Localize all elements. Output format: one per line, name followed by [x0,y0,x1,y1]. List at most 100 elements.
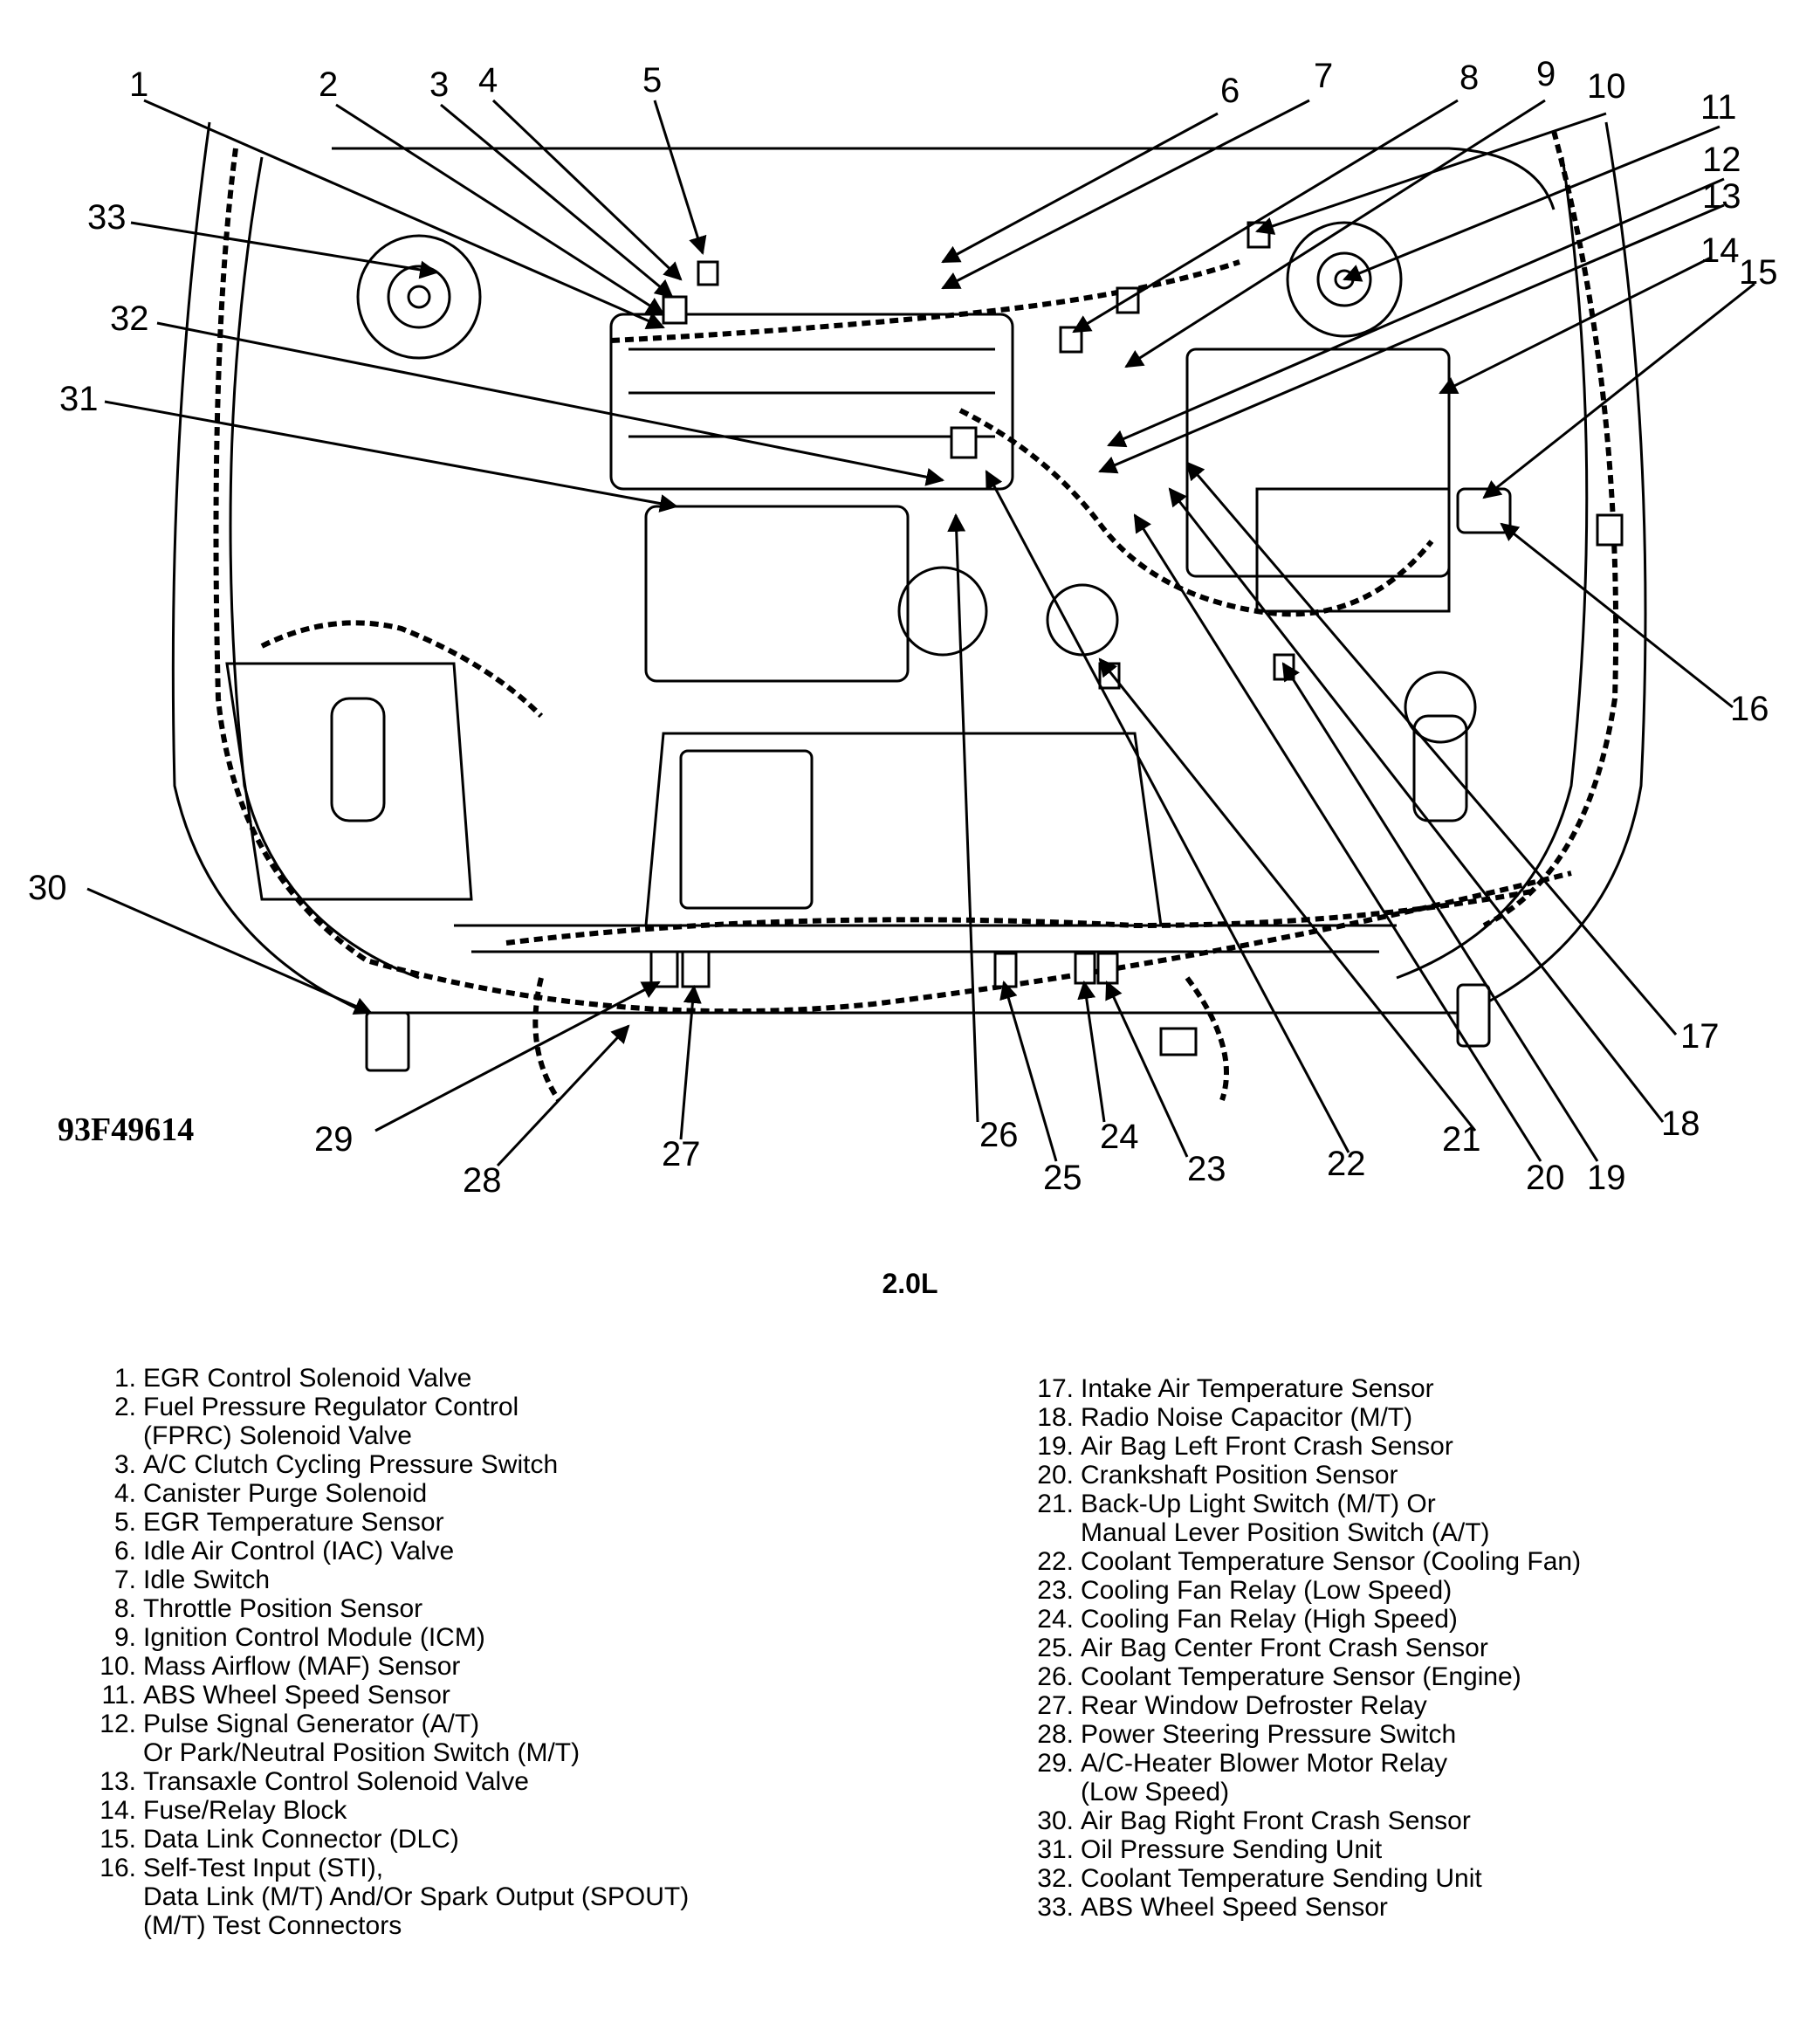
engine-block [609,313,1451,927]
leader-lines [86,99,1755,1167]
callout-27: 27 [662,1135,701,1173]
legend-item-text: Canister Purge Solenoid [143,1479,428,1508]
legend-item-text: Fuel Pressure Regulator Control [143,1393,519,1421]
callout-1: 1 [129,65,148,104]
engine-compartment-diagram: 1 2 3 4 5 6 7 8 9 10 11 12 13 14 15 16 1… [28,55,1778,1200]
legend-item-number: 29. [1037,1749,1074,1778]
legend-item-text: ABS Wheel Speed Sensor [1081,1893,1388,1922]
legend-item: Data Link (M/T) And/Or Spark Output (SPO… [94,1882,862,1911]
engine-caption: 2.0L [882,1268,938,1299]
legend-item-number: 2. [113,1393,136,1421]
legend-item-text: A/C-Heater Blower Motor Relay [1081,1749,1448,1778]
callout-26: 26 [979,1116,1019,1154]
legend-item-number [94,1738,143,1767]
legend-item-text: Idle Air Control (IAC) Valve [143,1537,455,1565]
legend-item: 30.Air Bag Right Front Crash Sensor [1032,1806,1800,1835]
legend-item-text: Manual Lever Position Switch (A/T) [1081,1518,1490,1547]
callout-2: 2 [319,65,338,104]
callout-20: 20 [1526,1159,1565,1197]
legend-item: 31.Oil Pressure Sending Unit [1032,1835,1800,1864]
legend-item: 24.Cooling Fan Relay (High Speed) [1032,1605,1800,1634]
legend-item-number: 31. [1037,1835,1074,1864]
legend-item-text: Coolant Temperature Sending Unit [1081,1864,1482,1893]
legend-item: 10.Mass Airflow (MAF) Sensor [94,1652,862,1681]
legend-item-number: 19. [1037,1432,1074,1461]
callout-10: 10 [1587,67,1626,106]
legend-item-text: Intake Air Temperature Sensor [1081,1374,1434,1403]
callout-25: 25 [1043,1159,1082,1197]
legend-item-text: A/C Clutch Cycling Pressure Switch [143,1450,559,1479]
legend-item: 7.Idle Switch [94,1565,862,1594]
legend-item-text: Radio Noise Capacitor (M/T) [1081,1403,1413,1432]
legend-item-text: Coolant Temperature Sensor (Cooling Fan) [1081,1547,1582,1576]
callout-3: 3 [429,65,449,104]
legend-item: 25.Air Bag Center Front Crash Sensor [1032,1634,1800,1662]
legend-item-text: Cooling Fan Relay (Low Speed) [1081,1576,1453,1605]
legend-item-text: Fuse/Relay Block [143,1796,347,1825]
wiring-harness [213,130,1619,1102]
legend-item: 15.Data Link Connector (DLC) [94,1825,862,1854]
legend-item: 6.Idle Air Control (IAC) Valve [94,1537,862,1565]
callout-30: 30 [28,869,67,907]
callout-19: 19 [1587,1159,1626,1197]
legend-item: 17.Intake Air Temperature Sensor [1032,1374,1800,1403]
legend-item-number: 27. [1037,1691,1074,1720]
callout-4: 4 [478,61,498,100]
legend-item-text: Throttle Position Sensor [143,1594,423,1623]
legend-item-text: Rear Window Defroster Relay [1081,1691,1427,1720]
legend-item-text: Oil Pressure Sending Unit [1081,1835,1383,1864]
legend-item: 28.Power Steering Pressure Switch [1032,1720,1800,1749]
callout-17: 17 [1680,1017,1720,1056]
legend-item-text: Mass Airflow (MAF) Sensor [143,1652,461,1681]
callout-31: 31 [59,380,99,418]
legend-item-text: EGR Control Solenoid Valve [143,1364,472,1393]
legend-item-number [94,1911,143,1940]
legend-item-text: Self-Test Input (STI), [143,1854,384,1882]
legend-item-number: 17. [1037,1374,1074,1403]
legend-item: 21.Back-Up Light Switch (M/T) Or [1032,1490,1800,1518]
legend-item-number: 8. [113,1594,136,1623]
legend-item: 16.Self-Test Input (STI), [94,1854,862,1882]
legend-item-number: 14. [100,1796,136,1825]
callout-16: 16 [1730,690,1769,728]
legend-item-number: 28. [1037,1720,1074,1749]
callout-24: 24 [1100,1118,1139,1156]
strut-tower-left [356,234,482,360]
legend-item: 33.ABS Wheel Speed Sensor [1032,1893,1800,1922]
legend-item-text: Ignition Control Module (ICM) [143,1623,485,1652]
legend-item-text: Data Link (M/T) And/Or Spark Output (SPO… [143,1882,690,1911]
callout-9: 9 [1536,55,1556,93]
legend-item-number [1032,1778,1081,1806]
legend-item: Or Park/Neutral Position Switch (M/T) [94,1738,862,1767]
legend-item-number: 21. [1037,1490,1074,1518]
callout-labels: 1 2 3 4 5 6 7 8 9 10 11 12 13 14 15 16 1… [28,55,1778,1200]
legend-item-text: Crankshaft Position Sensor [1081,1461,1398,1490]
legend-item-text: EGR Temperature Sensor [143,1508,444,1537]
legend-item-number: 24. [1037,1605,1074,1634]
legend-item-number: 18. [1037,1403,1074,1432]
legend-item-text: Air Bag Center Front Crash Sensor [1081,1634,1488,1662]
legend-item-text: Back-Up Light Switch (M/T) Or [1081,1490,1436,1518]
callout-23: 23 [1187,1150,1226,1188]
legend-item-number: 4. [113,1479,136,1508]
legend-item-text: Idle Switch [143,1565,271,1594]
legend-item-number: 20. [1037,1461,1074,1490]
legend-item-number: 12. [100,1710,136,1738]
legend-item: (M/T) Test Connectors [94,1911,862,1940]
legend-item-text: Power Steering Pressure Switch [1081,1720,1457,1749]
callout-6: 6 [1220,72,1240,110]
legend-item-number: 7. [113,1565,136,1594]
callout-32: 32 [110,299,149,338]
legend-item: 11.ABS Wheel Speed Sensor [94,1681,862,1710]
legend-item-text: Air Bag Left Front Crash Sensor [1081,1432,1453,1461]
legend-item-text: Data Link Connector (DLC) [143,1825,459,1854]
legend-item: 23.Cooling Fan Relay (Low Speed) [1032,1576,1800,1605]
legend-item: 20.Crankshaft Position Sensor [1032,1461,1800,1490]
legend-item: (FPRC) Solenoid Valve [94,1421,862,1450]
legend-item-number: 3. [113,1450,136,1479]
legend-item: 8.Throttle Position Sensor [94,1594,862,1623]
callout-11: 11 [1700,88,1737,127]
legend-item-number: 10. [100,1652,136,1681]
legend-item: 13.Transaxle Control Solenoid Valve [94,1767,862,1796]
legend-item-number: 5. [113,1508,136,1537]
